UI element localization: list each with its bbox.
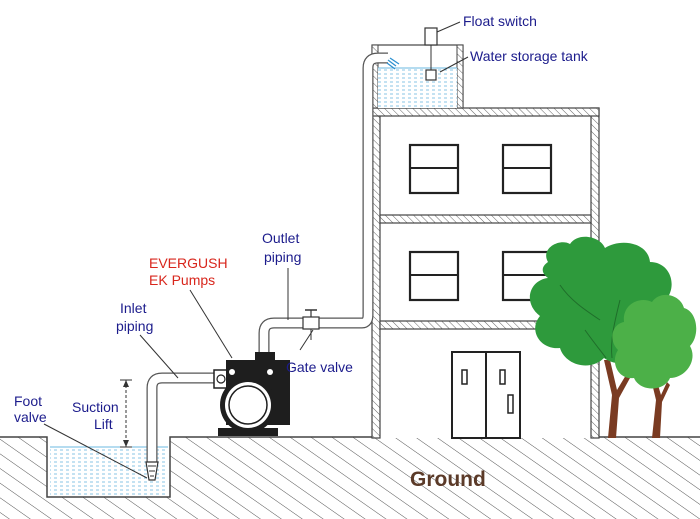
suction-lift-label: Suction — [72, 399, 119, 415]
pump-brand-label: EVERGUSH — [149, 255, 228, 271]
foot-valve-label: Foot — [14, 393, 42, 409]
inlet-piping-label: piping — [116, 318, 153, 334]
float-switch-label: Float switch — [463, 13, 537, 29]
foot-valve — [145, 461, 159, 481]
window — [408, 250, 460, 302]
suction-lift-label: Lift — [94, 416, 113, 432]
outlet-piping — [258, 52, 388, 355]
gate-valve — [302, 309, 320, 340]
inlet-piping — [146, 372, 222, 462]
outlet-piping-label: Outlet — [262, 230, 299, 246]
door — [451, 351, 521, 439]
float-switch — [424, 27, 438, 81]
outlet-piping-label: piping — [264, 249, 301, 265]
ground — [0, 436, 700, 519]
ground-label: Ground — [410, 468, 486, 491]
pump-brand-label: EK Pumps — [149, 272, 215, 288]
water-storage-tank-label: Water storage tank — [470, 48, 589, 64]
tree — [612, 294, 697, 438]
window — [501, 143, 553, 195]
gate-valve-label: Gate valve — [286, 359, 353, 375]
leader-lines — [43, 21, 469, 479]
pump — [213, 352, 290, 436]
suction-lift-dimension — [120, 379, 132, 448]
water-spray — [386, 57, 400, 70]
window — [408, 143, 460, 195]
foot-valve-label: valve — [14, 409, 47, 425]
inlet-piping-label: Inlet — [120, 300, 147, 316]
